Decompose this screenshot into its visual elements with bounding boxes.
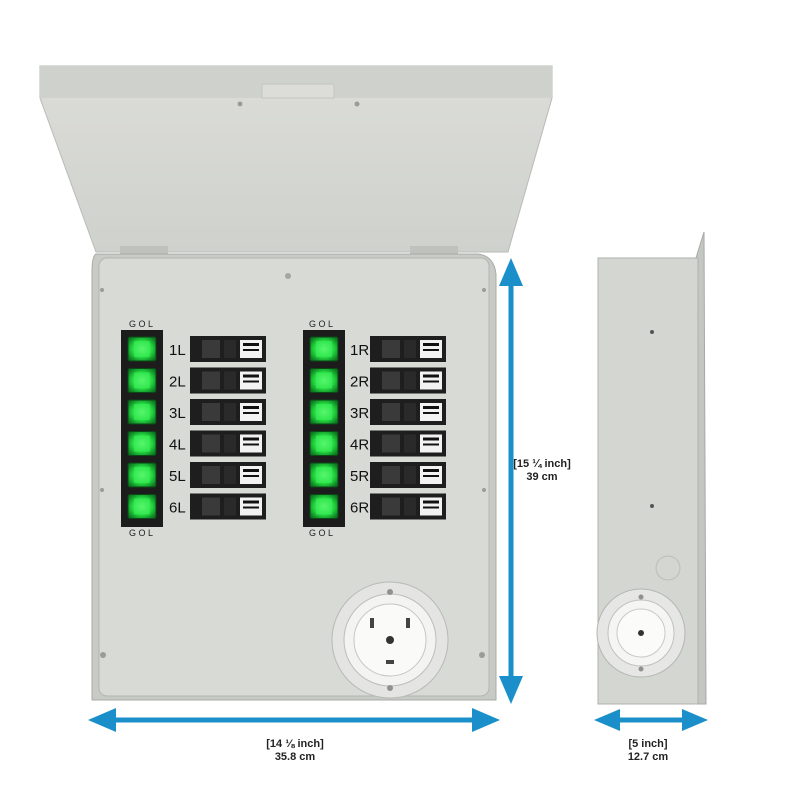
breaker-4R[interactable] xyxy=(370,430,446,457)
height-cm: 39 cm xyxy=(526,471,558,483)
circuit-label-1L: 1L xyxy=(169,342,186,359)
rocker-switch-6L[interactable] xyxy=(127,494,157,519)
depth-inch: [5 inch] xyxy=(628,738,668,750)
rocker-switch-1R[interactable] xyxy=(309,336,339,362)
circuit-label-2R: 2R xyxy=(350,374,369,391)
depth-dimension-label: [5 inch] 12.7 cm xyxy=(608,738,688,764)
rocker-switch-3L[interactable] xyxy=(127,399,157,425)
circuit-label-1R: 1R xyxy=(350,342,369,359)
circuit-label-4L: 4L xyxy=(169,437,186,454)
circuit-label-3L: 3L xyxy=(169,405,186,422)
width-dimension-label: [14 ⅛ inch] 35.8 cm xyxy=(240,738,350,764)
depth-arrow xyxy=(594,709,708,731)
breaker-2L[interactable] xyxy=(190,367,266,394)
circuit-label-5R: 5R xyxy=(350,468,369,485)
breaker-5R[interactable] xyxy=(370,462,446,488)
circuit-label-6R: 6R xyxy=(350,500,369,517)
width-cm: 35.8 cm xyxy=(274,751,316,763)
circuit-label-6L: 6L xyxy=(169,500,186,517)
left-switch-bank: G O L G O L 1L 2L 3L 4L 5L 6L xyxy=(121,319,266,538)
rocker-switch-3R[interactable] xyxy=(309,399,339,425)
breaker-5L[interactable] xyxy=(190,462,266,488)
breaker-4L[interactable] xyxy=(190,430,266,457)
height-inch: [15 ¼ inch] xyxy=(513,458,571,470)
rocker-switch-4R[interactable] xyxy=(309,431,339,456)
breaker-1R[interactable] xyxy=(370,336,446,362)
width-arrow xyxy=(88,708,500,732)
power-inlet-front xyxy=(331,581,449,699)
height-arrow xyxy=(499,258,523,704)
rocker-switch-2R[interactable] xyxy=(309,368,339,393)
circuit-label-3R: 3R xyxy=(350,405,369,422)
breaker-6R[interactable] xyxy=(370,493,446,520)
right-gol-top: G O L xyxy=(309,319,333,329)
rocker-switch-2L[interactable] xyxy=(127,368,157,393)
power-inlet-side xyxy=(596,588,686,678)
height-dimension-label: [15 ¼ inch] 39 cm xyxy=(498,458,586,484)
rocker-switch-1L[interactable] xyxy=(127,336,157,362)
rocker-switch-4L[interactable] xyxy=(127,431,157,456)
right-switch-bank: G O L G O L 1R 2R 3R 4R 5R 6R xyxy=(303,319,446,538)
rocker-switch-6R[interactable] xyxy=(309,494,339,519)
depth-cm: 12.7 cm xyxy=(627,751,669,763)
right-gol-bottom: G O L xyxy=(309,528,333,538)
circuit-label-2L: 2L xyxy=(169,374,186,391)
breaker-1L[interactable] xyxy=(190,336,266,362)
left-gol-top: G O L xyxy=(129,319,153,329)
breaker-2R[interactable] xyxy=(370,367,446,394)
rocker-switch-5R[interactable] xyxy=(309,462,339,488)
left-gol-bottom: G O L xyxy=(129,528,153,538)
enclosure-lid xyxy=(39,65,553,254)
circuit-label-5L: 5L xyxy=(169,468,186,485)
rocker-switch-5L[interactable] xyxy=(127,462,157,488)
breaker-6L[interactable] xyxy=(190,493,266,520)
width-inch: [14 ⅛ inch] xyxy=(266,738,324,750)
breaker-3R[interactable] xyxy=(370,399,446,425)
circuit-label-4R: 4R xyxy=(350,437,369,454)
breaker-3L[interactable] xyxy=(190,399,266,425)
